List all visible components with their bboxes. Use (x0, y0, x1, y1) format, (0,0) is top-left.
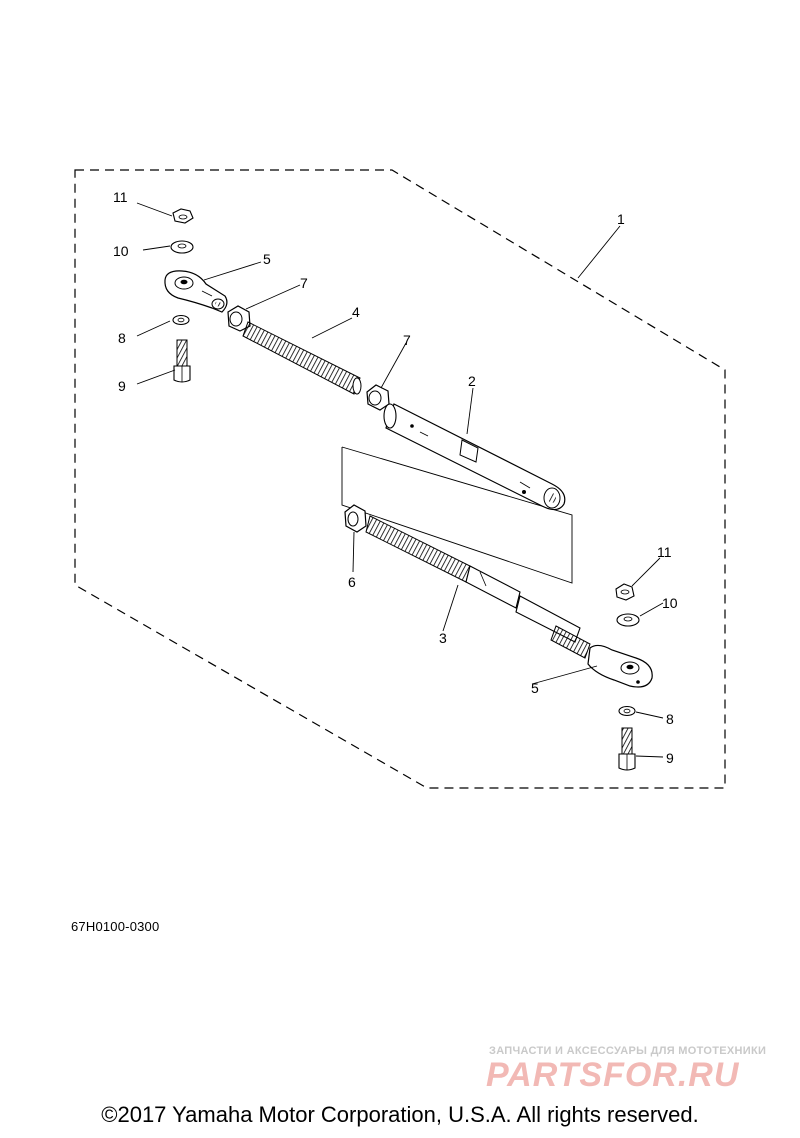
callout-7-left: 7 (300, 275, 308, 291)
nut-11-bottom (615, 583, 635, 601)
bolt-9-bottom (618, 727, 636, 771)
washer-8-top (172, 314, 190, 326)
bolt-9-top (173, 339, 191, 383)
nut-7-right (366, 384, 390, 411)
ball-joint-5-top (164, 270, 228, 313)
callout-10-top: 10 (113, 243, 129, 259)
callout-7-right: 7 (403, 332, 411, 348)
callout-9-bottom: 9 (666, 750, 674, 766)
washer-8-bottom (618, 705, 636, 717)
nut-11-top (172, 208, 194, 224)
callout-11-top: 11 (113, 189, 128, 205)
washer-10-top (170, 240, 194, 254)
nut-6 (344, 504, 367, 533)
sleeve-2 (383, 403, 566, 511)
subassembly-box (341, 446, 573, 584)
watermark-logo: PARTSFOR.RU (486, 1056, 740, 1094)
callout-6: 6 (348, 574, 356, 590)
diagram-part-code: 67H0100-0300 (71, 919, 160, 934)
threaded-rod-4 (242, 321, 362, 395)
callout-3: 3 (439, 630, 447, 646)
callout-10-bottom: 10 (662, 595, 678, 611)
callout-1: 1 (617, 211, 625, 227)
callout-8-bottom: 8 (666, 711, 674, 727)
ball-joint-5-bottom (587, 644, 653, 688)
callout-9-top: 9 (118, 378, 126, 394)
callout-5-top: 5 (263, 251, 271, 267)
washer-10-bottom (616, 613, 640, 627)
leader-lines (136, 202, 664, 758)
watermark-tagline: ЗАПЧАСТИ И АКСЕССУАРЫ ДЛЯ МОТОТЕХНИКИ (489, 1045, 767, 1057)
copyright-notice: ©2017 Yamaha Motor Corporation, U.S.A. A… (101, 1102, 699, 1127)
rod-3 (365, 515, 591, 659)
callout-2: 2 (468, 373, 476, 389)
assembly-outline (74, 169, 726, 789)
callout-8-top: 8 (118, 330, 126, 346)
callout-11-bottom: 11 (657, 544, 672, 560)
callout-4: 4 (352, 304, 360, 320)
callout-5-bottom: 5 (531, 680, 539, 696)
nut-7-left (227, 305, 251, 332)
